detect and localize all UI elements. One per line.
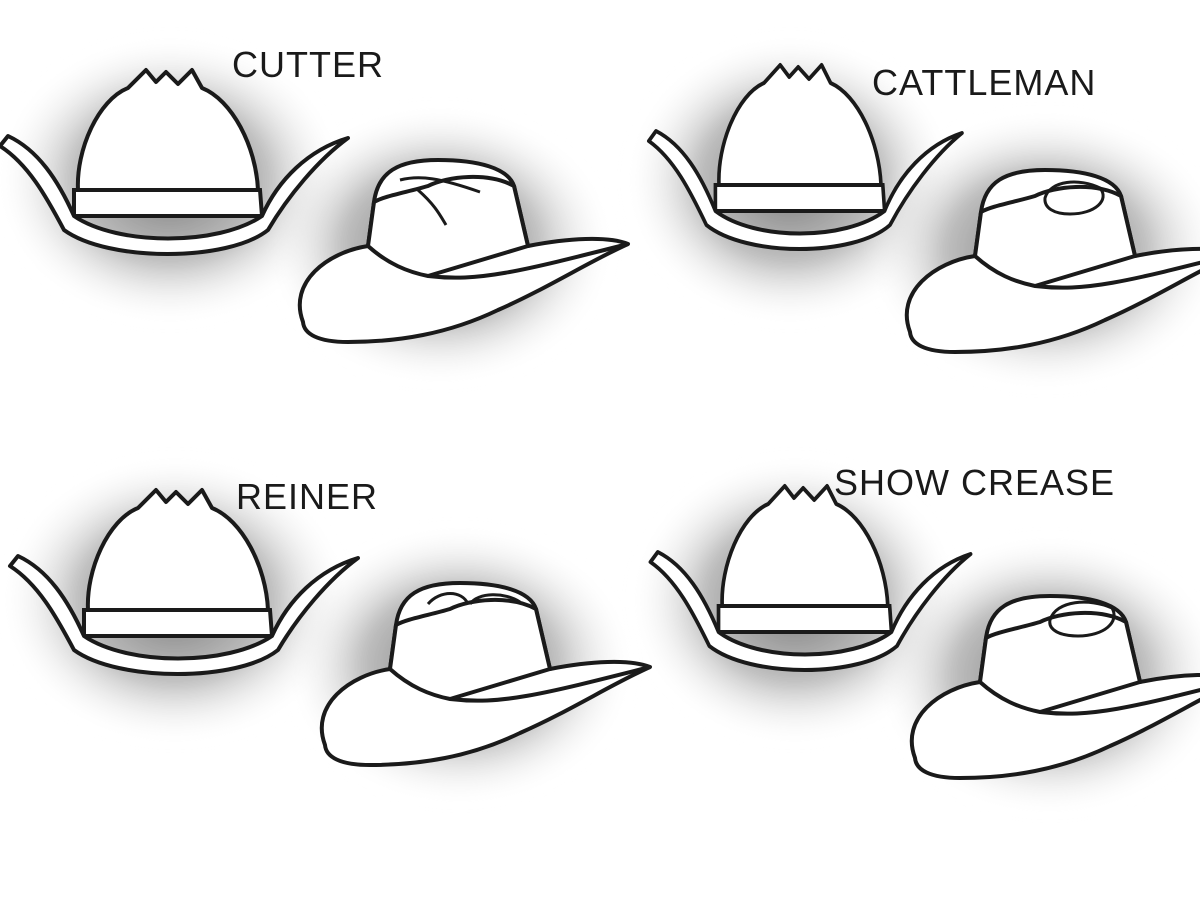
cutter-label: CUTTER: [232, 44, 384, 86]
cattleman-label: CATTLEMAN: [872, 62, 1096, 104]
reiner-label: REINER: [236, 476, 378, 518]
cutter-illustration: [0, 35, 628, 385]
show-crease-label: SHOW CREASE: [834, 462, 1115, 504]
show-crease-illustration: [630, 455, 1200, 815]
